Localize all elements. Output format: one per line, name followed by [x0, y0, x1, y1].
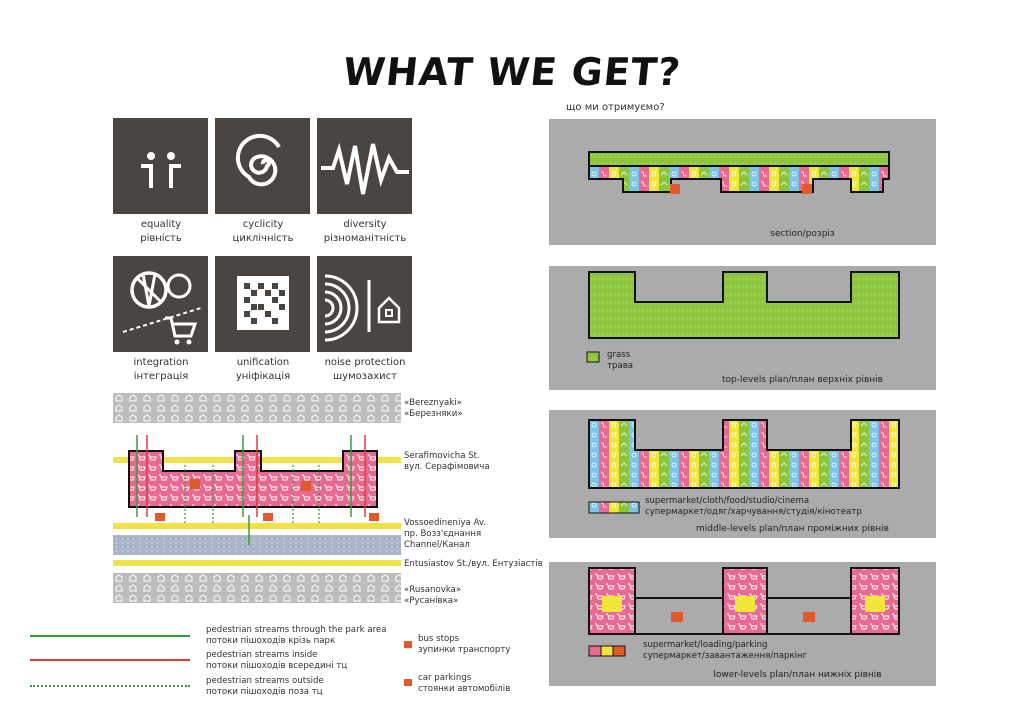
section-drawing: [588, 151, 890, 194]
spiral-icon: [235, 133, 281, 187]
panel-section: section/розріз: [549, 119, 936, 245]
vossoedineniya-road: [113, 523, 401, 529]
mall-footprint: [128, 450, 378, 508]
entusiastov-road: [113, 560, 401, 566]
legend-green-line: [30, 635, 190, 637]
integration-icon: [122, 271, 202, 345]
bus-stop-markers: [155, 513, 379, 521]
label-bereznyaki: «Bereznyaki»«Березняки»: [404, 398, 463, 419]
legend-red-line: [30, 659, 190, 661]
section-label: section/розріз: [770, 229, 835, 239]
green-streams: [136, 435, 352, 545]
parking-markers: [190, 479, 311, 491]
top-levels-drawing: [586, 271, 900, 363]
top-levels-label: top-levels plan/план верхніх рівнів: [722, 375, 883, 385]
noise-icon: [324, 274, 401, 342]
site-map: [113, 393, 401, 603]
legend-car-icon: [404, 679, 412, 686]
tile-unification: [215, 256, 310, 352]
people-icon: [141, 152, 181, 188]
channel: [113, 535, 401, 555]
legend-dotted-line: [30, 685, 190, 687]
tile-equality: [113, 118, 208, 214]
lower-levels-label: lower-levels plan/план нижніх рівнів: [713, 670, 882, 680]
page-title: WHAT WE GET?: [340, 50, 684, 94]
dotted-streams: [184, 465, 320, 523]
bereznyaki-district: [113, 393, 401, 423]
tile-diversity: [317, 118, 412, 214]
middle-levels-label: middle-levels plan/план проміжних рівнів: [696, 524, 889, 534]
red-streams: [146, 435, 366, 517]
tile-noise-protection: [317, 256, 412, 352]
page-subtitle: що ми отримуємо?: [566, 102, 665, 113]
tile-integration: [113, 256, 208, 352]
legend-bus-icon: [404, 641, 412, 648]
grid-icon: [237, 276, 289, 330]
rusanovka-district: [113, 573, 401, 603]
legend-green-text: pedestrian streams through the park area…: [206, 625, 387, 646]
label-serafimovicha: Serafimovicha St.вул. Серафімовича: [404, 451, 490, 472]
label-entusiastov: Entusiastov St./вул. Ентузіастів: [404, 559, 543, 569]
zigzag-icon: [321, 142, 409, 195]
tile-cyclicity: [215, 118, 310, 214]
label-rusanovka: «Rusanovka»«Русанівка»: [404, 585, 462, 606]
lower-levels-drawing: [588, 567, 900, 657]
middle-levels-drawing: [588, 419, 900, 514]
